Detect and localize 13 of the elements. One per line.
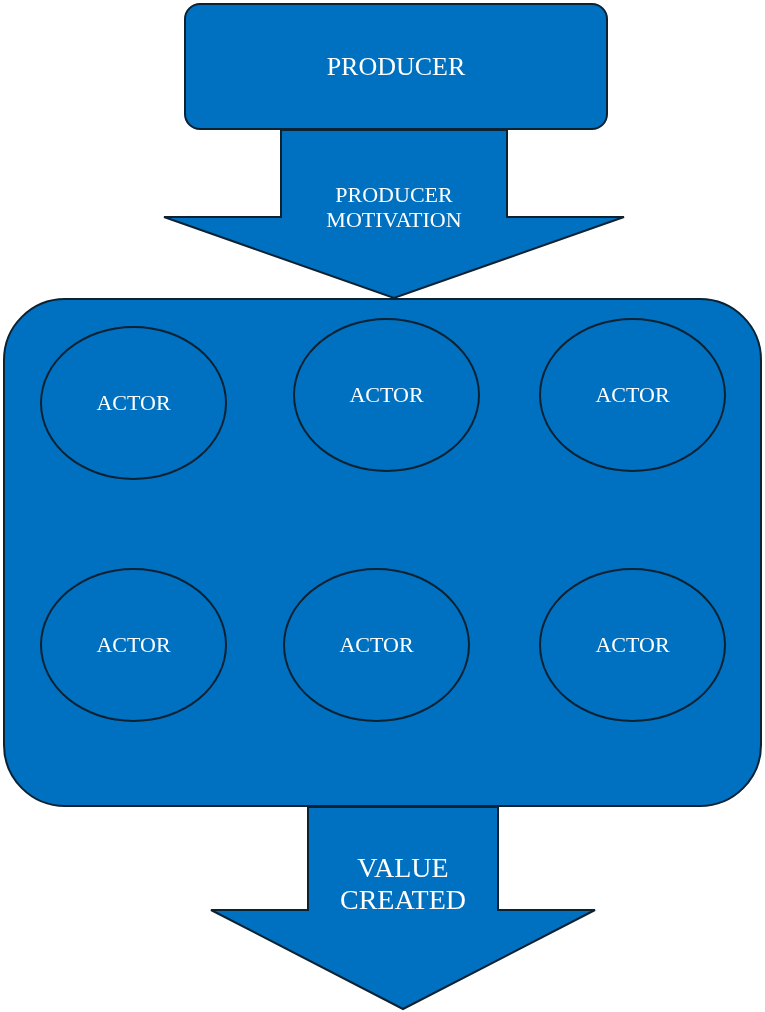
node-label: ACTOR [595,382,670,408]
edge-label: VALUE CREATED [339,851,467,916]
block-arrow [163,129,625,300]
node-label: ACTOR [595,632,670,658]
node-label: ACTOR [349,382,424,408]
node-label: ACTOR [96,632,171,658]
block-arrow [210,806,596,1011]
group-container [3,298,762,807]
edge-label: PRODUCER MOTIVATION [325,181,463,232]
node-label: ACTOR [96,390,171,416]
node-label: ACTOR [339,632,414,658]
node-label: PRODUCER [326,51,466,82]
rounded-box [184,3,608,130]
